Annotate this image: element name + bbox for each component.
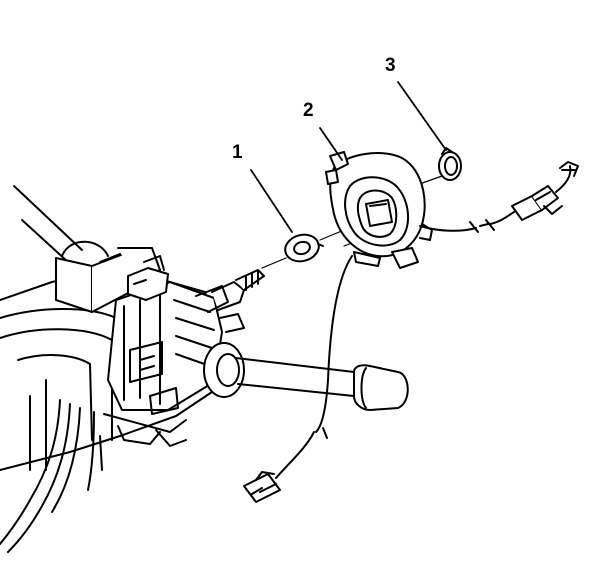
washer (284, 233, 324, 263)
turn-signal-lever (203, 342, 409, 411)
coil-lower-wire (243, 255, 353, 503)
inflatable-restraint-coil (325, 151, 433, 269)
callout-3: 3 (385, 55, 396, 76)
steering-shaft (195, 269, 265, 333)
coil-right-wire (419, 161, 579, 233)
retaining-ring (438, 147, 462, 181)
callout-1: 1 (232, 142, 243, 163)
leader-lines (250, 81, 447, 233)
callout-2: 2 (303, 100, 314, 121)
steering-column (0, 185, 223, 553)
